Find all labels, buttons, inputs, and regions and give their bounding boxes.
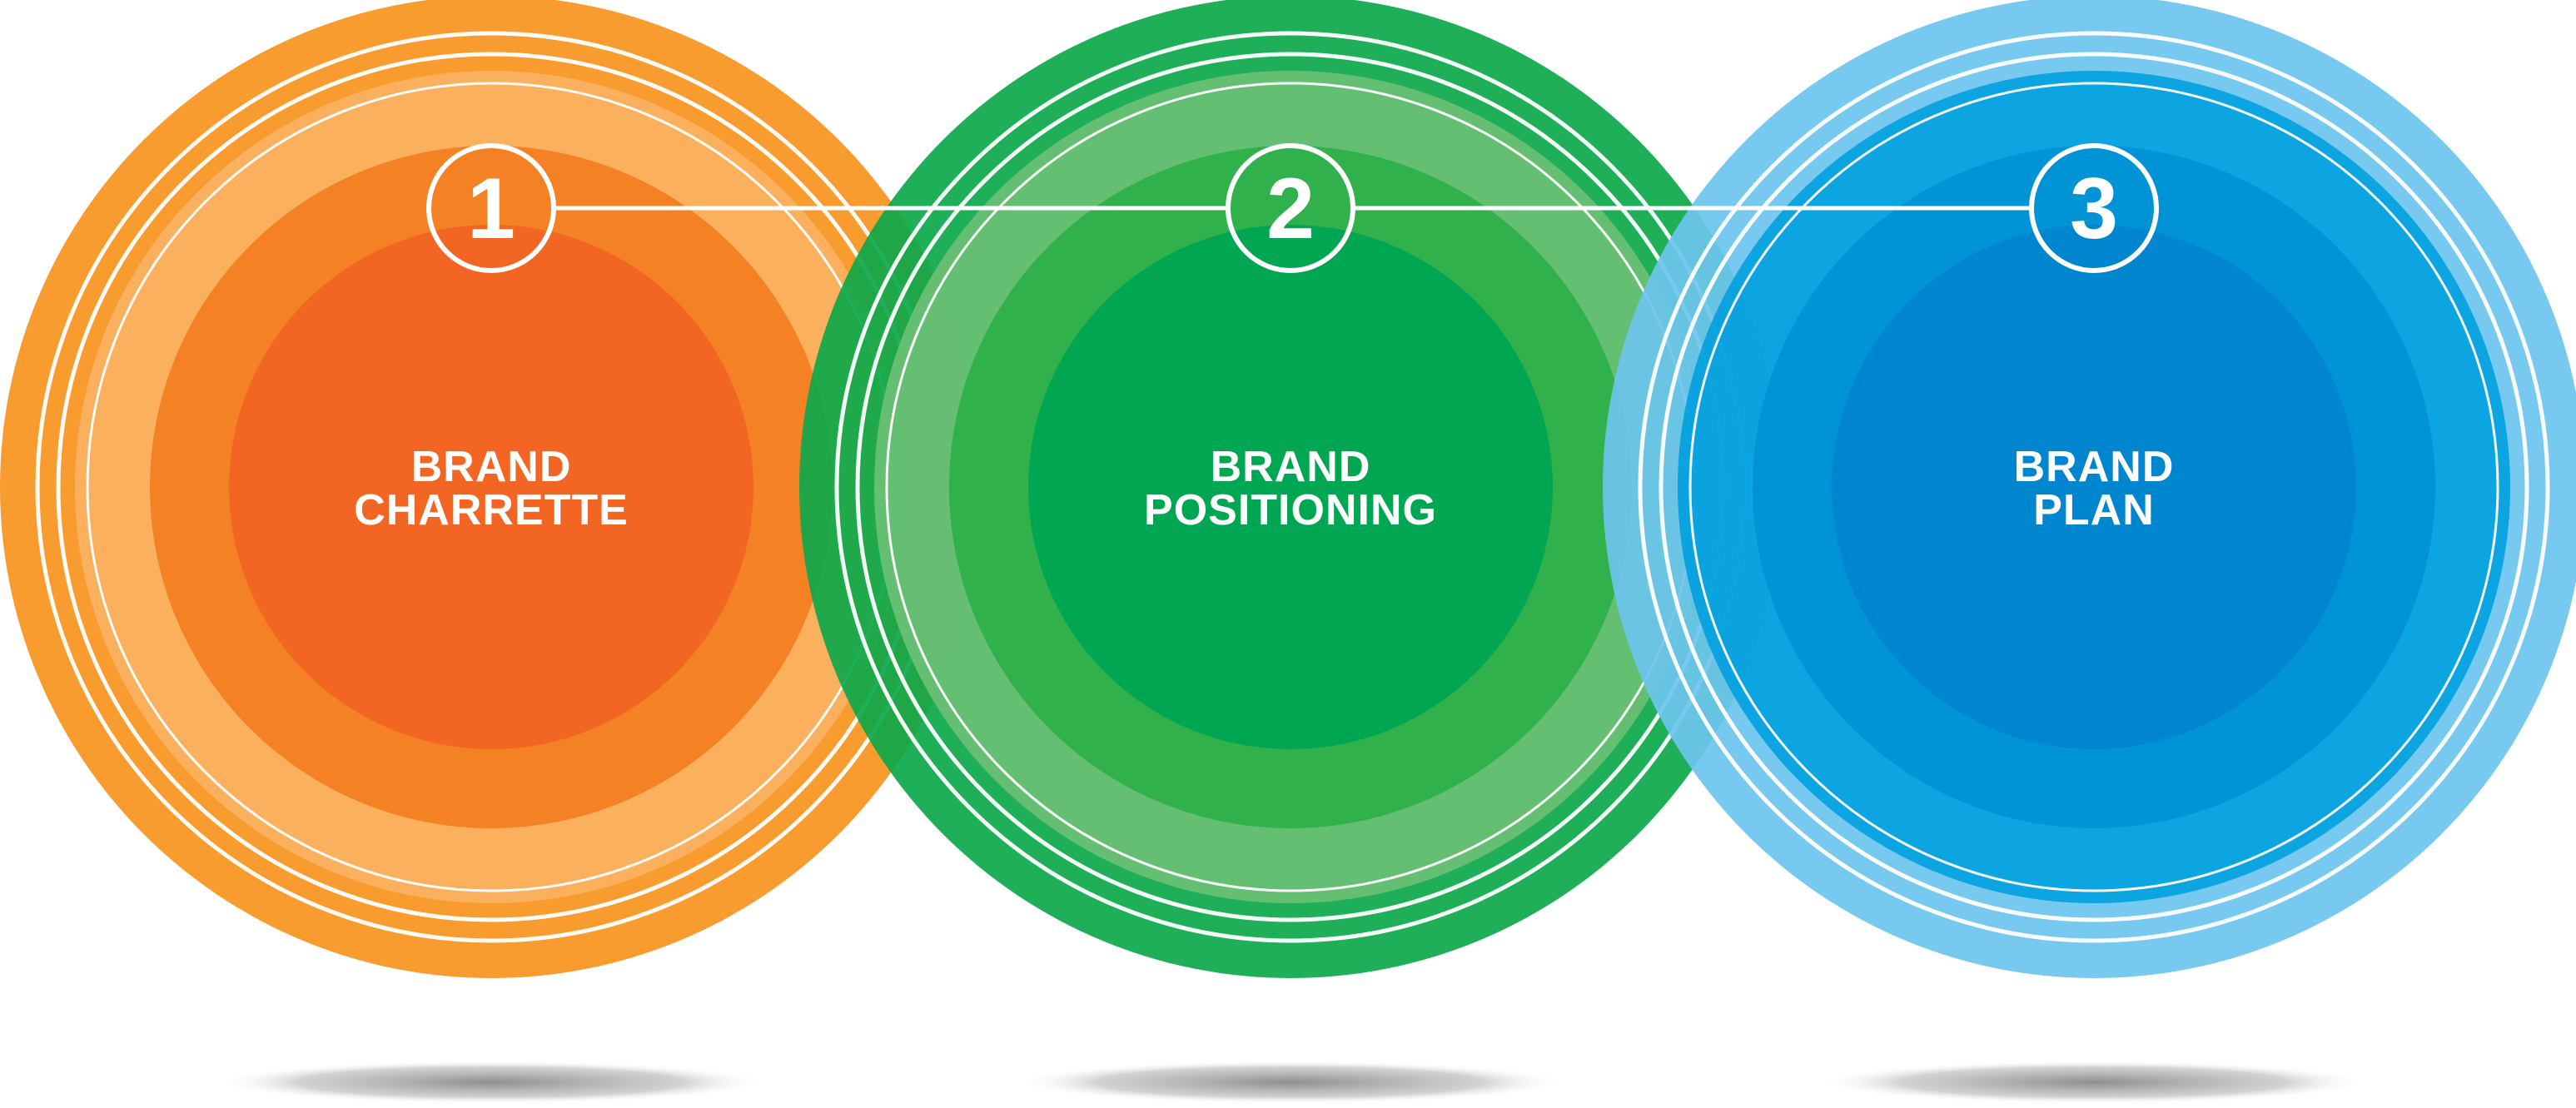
step-3-title-line-1: BRAND xyxy=(2014,443,2175,491)
step-1-circle-group xyxy=(0,0,982,978)
step-3-outline-3 xyxy=(1688,82,2499,892)
shadows-layer xyxy=(216,1061,2369,1104)
step-2-number-badge xyxy=(1226,143,1355,273)
step-2-shadow xyxy=(1016,1061,1565,1104)
circles-layer xyxy=(0,0,2576,978)
step-3-number-badge xyxy=(2029,143,2159,273)
step-2-number: 2 xyxy=(1266,161,1315,257)
step-3-circle-group xyxy=(1603,0,2576,978)
step-3-title-line-2: PLAN xyxy=(2033,486,2155,534)
step-1-core-disc xyxy=(229,225,753,749)
step-1-number-badge xyxy=(426,143,556,273)
step-3-shadow xyxy=(1819,1061,2369,1104)
step-2-circle-group xyxy=(799,0,1782,978)
step-2-title-line-2: POSITIONING xyxy=(1144,486,1437,534)
step-2-title-line-1: BRAND xyxy=(1211,443,1371,491)
step-3-outline-2 xyxy=(1658,52,2529,922)
step-2-core-disc xyxy=(1028,225,1553,749)
step-1-shadow xyxy=(216,1061,766,1104)
step-3-outline-1 xyxy=(1638,31,2550,943)
step-3-number: 3 xyxy=(2070,161,2118,257)
step-1-title-line-2: CHARRETTE xyxy=(354,486,629,534)
labels-layer: 1BRANDCHARRETTE2BRANDPOSITIONING3BRANDPL… xyxy=(354,143,2175,534)
step-1-title-line-1: BRAND xyxy=(411,443,572,491)
step-1-number: 1 xyxy=(467,161,515,257)
step-3-core-disc xyxy=(1832,225,2356,749)
